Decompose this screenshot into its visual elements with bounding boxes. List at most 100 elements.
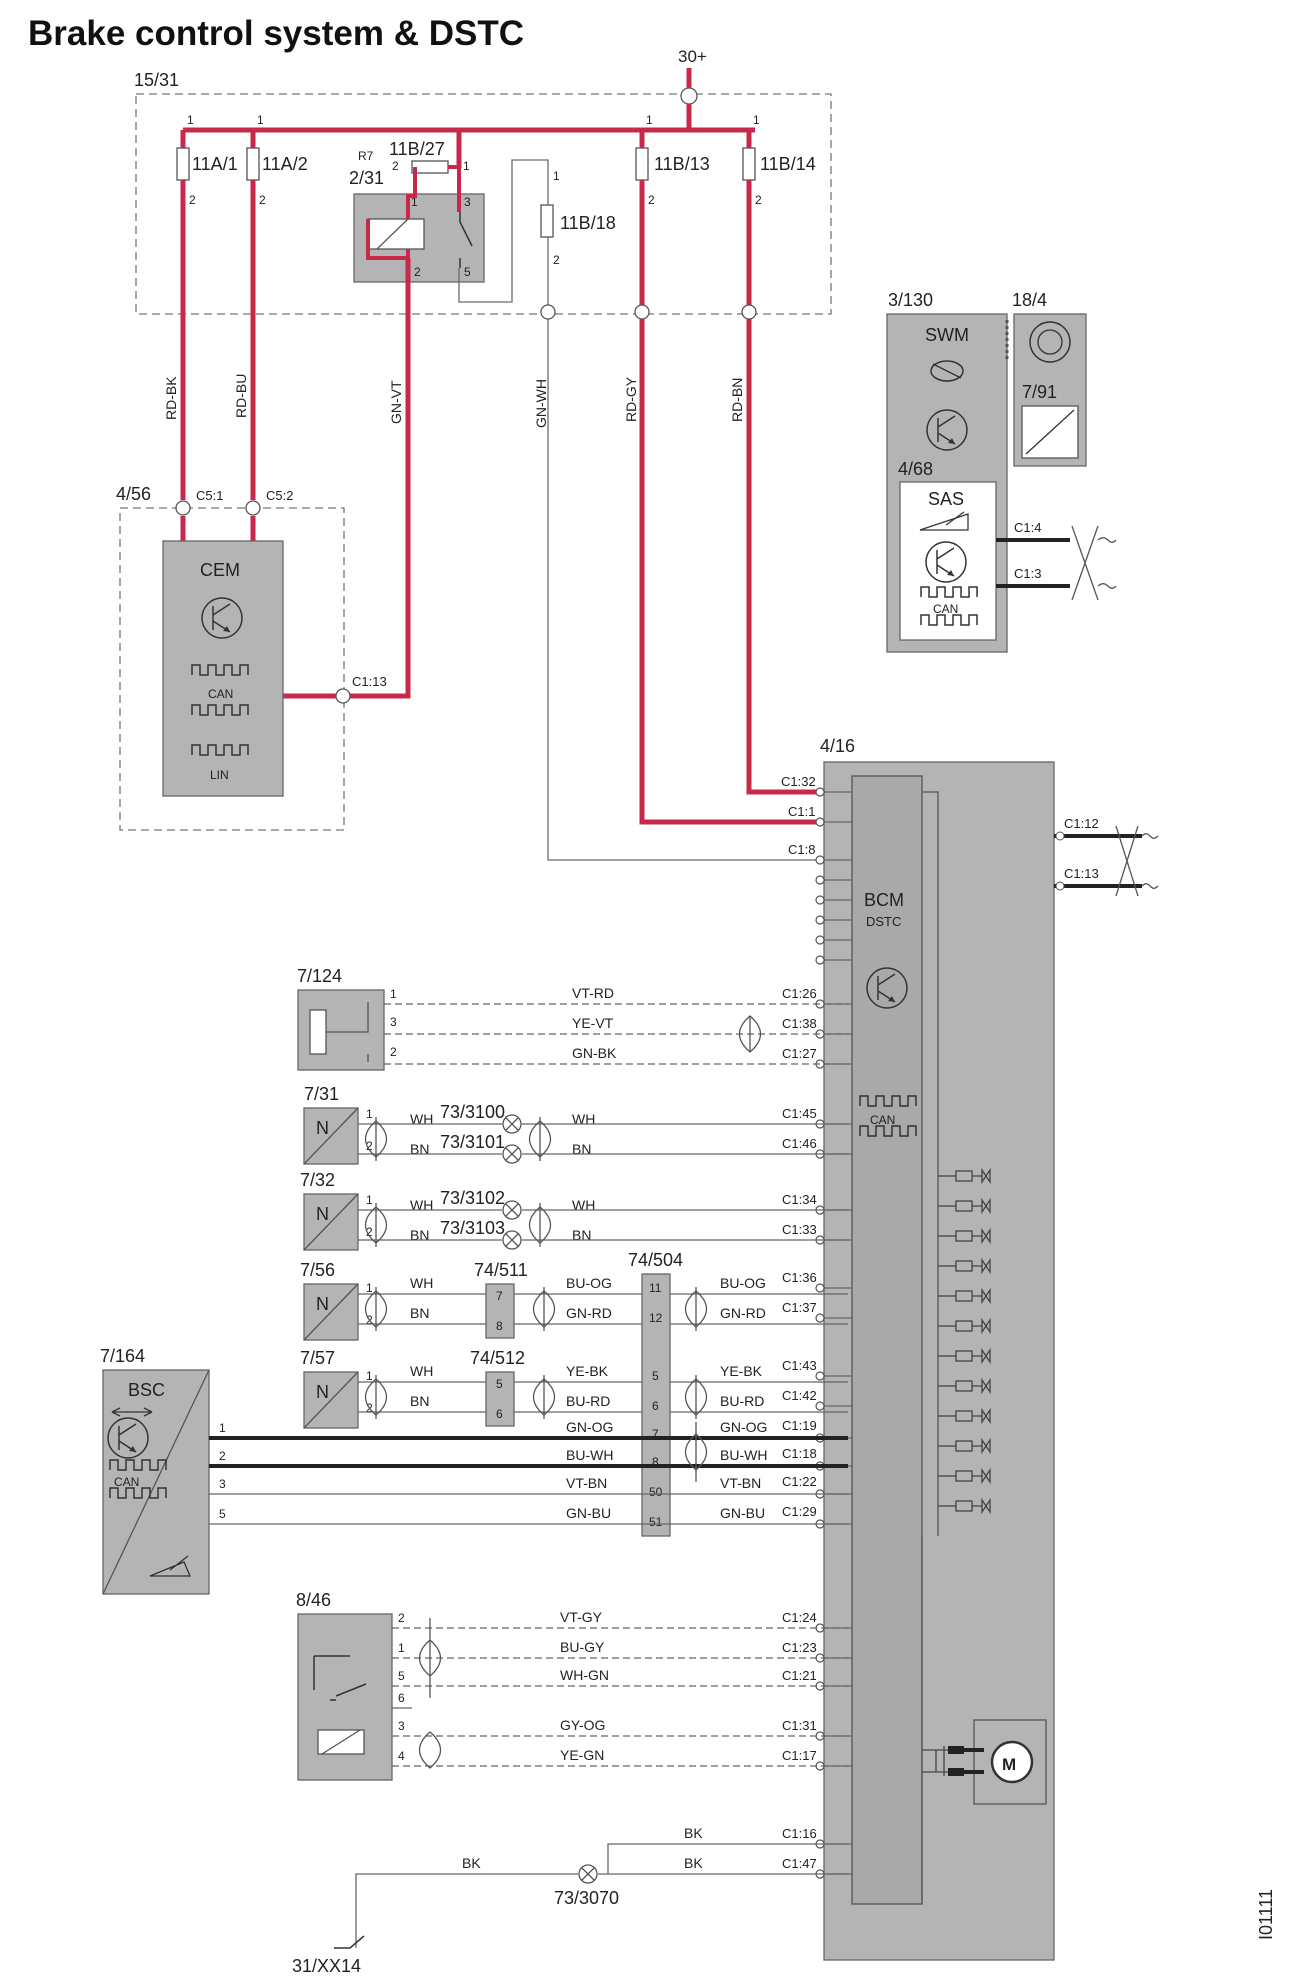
svg-text:7/31: 7/31	[304, 1084, 339, 1104]
fuse-11b13: 11B/13	[635, 147, 710, 181]
svg-text:WH: WH	[410, 1111, 433, 1127]
svg-text:GN-WH: GN-WH	[533, 379, 549, 428]
svg-text:YE-BK: YE-BK	[566, 1363, 609, 1379]
wheel-sensor-7-32: 7/32 N 1 2 73/3102 73/3103 WH BN WH BN C…	[300, 1170, 817, 1251]
svg-text:11B/13: 11B/13	[654, 154, 710, 174]
svg-text:C1:36: C1:36	[782, 1270, 817, 1285]
svg-text:74/512: 74/512	[470, 1348, 525, 1368]
svg-text:6: 6	[398, 1691, 405, 1705]
fuse-11b18: 11B/18	[540, 204, 616, 238]
svg-text:WH: WH	[410, 1275, 433, 1291]
node-rd-bn	[741, 304, 757, 320]
svg-text:1: 1	[366, 1369, 373, 1383]
svg-text:CAN: CAN	[114, 1475, 139, 1489]
svg-text:RD-BU: RD-BU	[233, 374, 249, 418]
svg-text:C1:4: C1:4	[1014, 520, 1041, 535]
svg-text:GN-OG: GN-OG	[720, 1419, 767, 1435]
svg-text:N: N	[316, 1118, 329, 1138]
bcm-c1-1: C1:1	[788, 804, 815, 819]
svg-text:VT-BN: VT-BN	[566, 1475, 607, 1491]
svg-text:1: 1	[411, 195, 418, 209]
svg-text:BU-WH: BU-WH	[566, 1447, 613, 1463]
svg-text:5: 5	[464, 265, 471, 279]
svg-text:6: 6	[652, 1399, 659, 1413]
svg-text:2: 2	[553, 253, 560, 267]
pump-motor: M	[922, 1719, 1047, 1805]
svg-text:73/3103: 73/3103	[440, 1218, 505, 1238]
svg-text:3: 3	[464, 195, 471, 209]
svg-text:GN-OG: GN-OG	[566, 1419, 613, 1435]
svg-text:2: 2	[392, 159, 399, 173]
valve-5	[938, 1289, 991, 1303]
svg-text:C1:3: C1:3	[1014, 566, 1041, 581]
svg-text:C1:13: C1:13	[1064, 866, 1099, 881]
swm-module: 3/130 SWM 4/68 SAS CAN C1:4 C1:3	[886, 290, 1117, 653]
svg-text:YE-VT: YE-VT	[572, 1015, 614, 1031]
bcm-c1-32: C1:32	[781, 774, 816, 789]
svg-text:2: 2	[219, 1449, 226, 1463]
svg-text:73/3070: 73/3070	[554, 1888, 619, 1908]
relay-coil-wire	[366, 167, 417, 260]
svg-text:BK: BK	[684, 1855, 703, 1871]
svg-text:GN-RD: GN-RD	[566, 1305, 612, 1321]
svg-text:VT-GY: VT-GY	[560, 1609, 603, 1625]
valve-12	[938, 1499, 991, 1513]
svg-text:51: 51	[649, 1515, 663, 1529]
svg-text:2: 2	[390, 1045, 397, 1059]
svg-text:11B/27: 11B/27	[389, 139, 445, 159]
svg-text:11: 11	[649, 1281, 662, 1295]
svg-text:BN: BN	[410, 1227, 429, 1243]
svg-text:8: 8	[652, 1455, 659, 1469]
bcm-can-out: C1:12 C1:13	[1054, 816, 1159, 897]
svg-text:C1:22: C1:22	[782, 1474, 817, 1489]
svg-text:7/56: 7/56	[300, 1260, 335, 1280]
svg-text:CAN: CAN	[208, 687, 233, 701]
svg-text:7/164: 7/164	[100, 1346, 145, 1366]
pedal-sensor-7-124: 7/124 1 3 2	[297, 966, 397, 1071]
svg-text:4/56: 4/56	[116, 484, 151, 504]
svg-text:2: 2	[398, 1611, 405, 1625]
switch-wires: VT-GY BU-GY WH-GN GY-OG YE-GN C1:24 C1:2…	[392, 1609, 848, 1769]
svg-text:2: 2	[366, 1139, 373, 1153]
svg-text:11A/2: 11A/2	[262, 154, 308, 174]
svg-text:7: 7	[496, 1289, 503, 1303]
svg-text:C1:46: C1:46	[782, 1136, 817, 1151]
wire-gn-vt	[288, 258, 411, 699]
svg-text:N: N	[316, 1294, 329, 1314]
fuse-11b27: 11B/27	[389, 139, 449, 174]
svg-text:BU-OG: BU-OG	[720, 1275, 766, 1291]
wire-rd-gy	[639, 130, 846, 825]
svg-text:N: N	[316, 1382, 329, 1402]
vertical-wire-labels: RD-BK RD-BU GN-VT GN-WH RD-GY RD-BN	[163, 374, 745, 428]
svg-text:BN: BN	[572, 1227, 591, 1243]
svg-text:3/130: 3/130	[888, 290, 933, 310]
svg-text:N: N	[316, 1204, 329, 1224]
svg-text:C1:29: C1:29	[782, 1504, 817, 1519]
svg-text:5: 5	[219, 1507, 226, 1521]
svg-text:1: 1	[187, 113, 194, 127]
svg-text:2/31: 2/31	[349, 168, 384, 188]
node-gn-wh	[540, 304, 556, 320]
svg-text:C1:43: C1:43	[782, 1358, 817, 1373]
relay-contact-wire	[448, 165, 461, 212]
svg-text:11B/18: 11B/18	[560, 213, 616, 233]
fuse-box-label: 15/31	[134, 70, 179, 90]
svg-text:1: 1	[366, 1281, 373, 1295]
pedal-wires: VT-RD YE-VT GN-BK C1:26 C1:38 C1:27	[384, 985, 848, 1065]
motor-symbol: M	[1002, 1755, 1016, 1774]
svg-text:1: 1	[753, 113, 760, 127]
power-bus	[183, 127, 755, 168]
svg-text:1: 1	[257, 113, 264, 127]
supply-node	[680, 87, 698, 105]
switch-8-46: 8/46 2 1 5 6 3 4	[296, 1590, 405, 1781]
svg-text:5: 5	[398, 1669, 405, 1683]
svg-text:1: 1	[366, 1193, 373, 1207]
svg-text:31/XX14: 31/XX14	[292, 1956, 361, 1976]
svg-text:C1:21: C1:21	[782, 1668, 817, 1683]
valve-8	[938, 1379, 991, 1393]
cem-module: 4/56 C5:1 C5:2 CEM CAN LIN C1:13	[116, 484, 387, 831]
svg-text:BU-RD: BU-RD	[566, 1393, 610, 1409]
svg-text:BU-RD: BU-RD	[720, 1393, 764, 1409]
svg-text:WH: WH	[410, 1363, 433, 1379]
bsc-module: 7/164 BSC CAN 1 2 3 5	[100, 1346, 226, 1595]
